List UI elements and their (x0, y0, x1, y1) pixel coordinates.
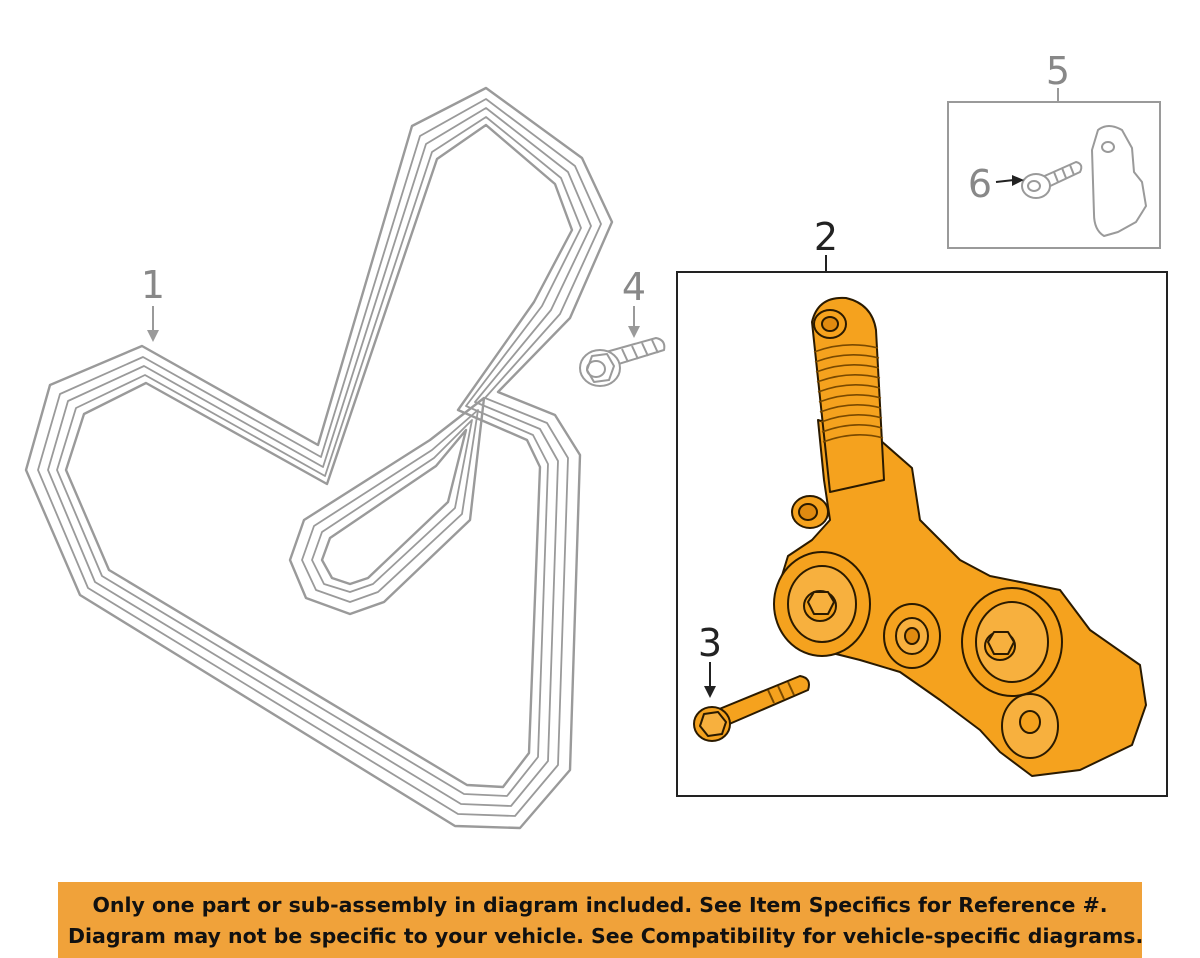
callout-3: 3 (698, 621, 722, 665)
callout-1: 1 (141, 263, 165, 307)
callout-6: 6 (968, 162, 992, 206)
tensioner-box (676, 255, 1168, 797)
tensioner-bolt-part-3 (693, 675, 810, 742)
disclaimer-line-2: Diagram may not be specific to your vehi… (68, 924, 1144, 948)
callout-4: 4 (622, 265, 646, 309)
belt-tensioner-assembly (773, 296, 1147, 777)
bracket-kit-box (947, 88, 1161, 249)
bracket-bolt-part-6 (1021, 160, 1083, 199)
callout-5: 5 (1046, 49, 1070, 93)
serpentine-belt (24, 86, 614, 830)
callout-2: 2 (814, 215, 838, 259)
disclaimer-banner: Only one part or sub-assembly in diagram… (58, 882, 1144, 958)
disclaimer-line-1: Only one part or sub-assembly in diagram… (92, 893, 1108, 917)
exploded-parts-diagram: 1 2 3 4 5 6 (24, 49, 1168, 830)
leader-arrows (147, 306, 716, 698)
bolt-part-4 (579, 337, 666, 387)
bracket-plate (1091, 125, 1147, 237)
